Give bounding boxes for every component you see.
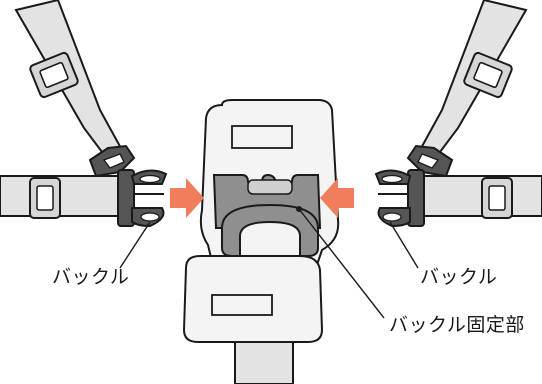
- buckle-mount: [212, 173, 322, 257]
- arrow-left-icon: [320, 178, 354, 218]
- right-shoulder-strap: [406, 0, 528, 178]
- leader-lines: [119, 208, 419, 319]
- label-buckle-mount: バックル固定部: [389, 314, 525, 336]
- left-buckle: [117, 169, 168, 228]
- right-waist-strap: [417, 175, 542, 219]
- leader-line-left-buckle: [119, 221, 151, 269]
- front-pad: [182, 255, 324, 343]
- left-waist-strap: [0, 175, 125, 219]
- label-buckle-left: バックル: [52, 266, 130, 288]
- right-buckle: [374, 169, 425, 228]
- leader-line-right-buckle: [389, 221, 419, 269]
- left-shoulder-strap: [14, 0, 136, 178]
- leader-line-buckle-mount: [298, 208, 385, 319]
- label-buckle-right: バックル: [420, 266, 498, 288]
- arrow-right-icon: [170, 178, 204, 218]
